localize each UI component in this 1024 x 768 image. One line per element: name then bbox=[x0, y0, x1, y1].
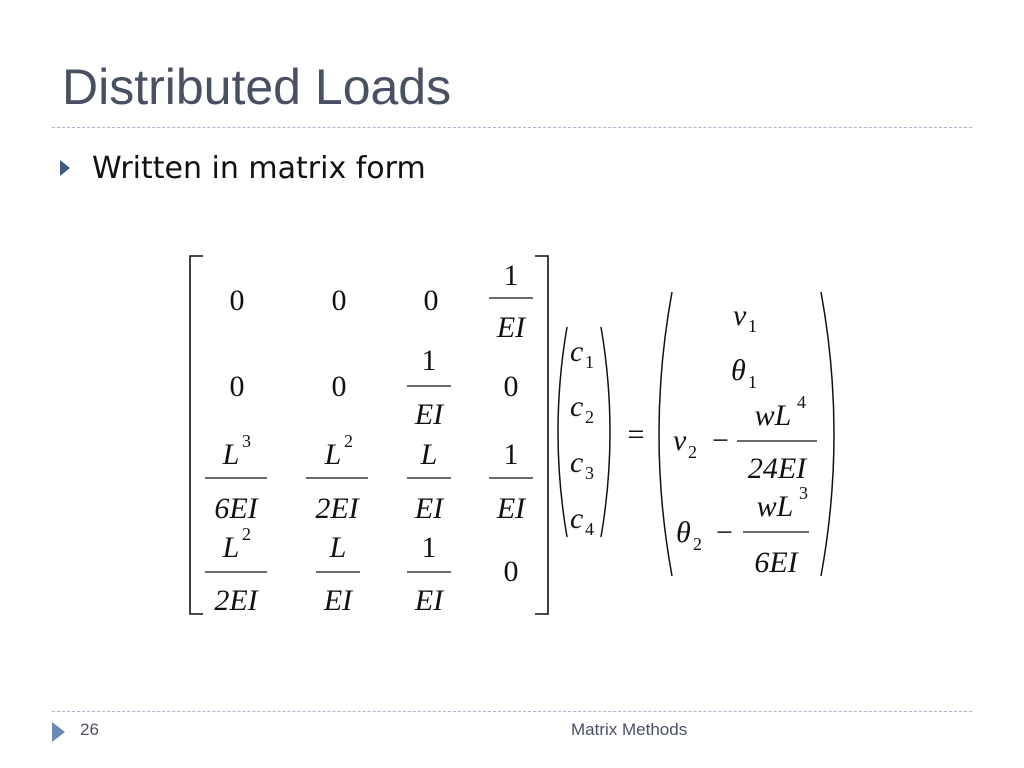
matrix-right-bracket bbox=[535, 255, 549, 615]
page-number: 26 bbox=[80, 720, 99, 739]
m41-num: L bbox=[222, 531, 240, 564]
equals-sign: = bbox=[628, 418, 645, 451]
slide-title: Distributed Loads bbox=[62, 59, 452, 115]
bullet-text: Written in matrix form bbox=[92, 150, 426, 186]
m13: 0 bbox=[424, 284, 439, 317]
rhs-right-paren bbox=[820, 291, 835, 577]
m31-num-sup: 3 bbox=[242, 431, 251, 451]
rhs1-sub: 1 bbox=[748, 316, 757, 336]
c3-sub: 3 bbox=[585, 463, 594, 483]
rhs4-sub: 2 bbox=[693, 534, 702, 554]
m23-num: 1 bbox=[422, 344, 437, 377]
m44: 0 bbox=[504, 555, 519, 588]
rhs3-den: 24EI bbox=[748, 452, 808, 485]
c2-sub: 2 bbox=[585, 407, 594, 427]
rhs4-base: θ bbox=[676, 516, 691, 549]
rhs3-minus: − bbox=[712, 424, 729, 457]
m32-num-sup: 2 bbox=[344, 431, 353, 451]
triangle-bullet-icon bbox=[60, 160, 70, 176]
m42-den: EI bbox=[323, 584, 354, 617]
m33-den: EI bbox=[414, 492, 445, 525]
m43-num: 1 bbox=[422, 531, 437, 564]
c4-sub: 4 bbox=[585, 519, 594, 539]
m31-num: L bbox=[222, 438, 240, 471]
rhs3-num-sup: 4 bbox=[797, 392, 806, 412]
m14-num: 1 bbox=[504, 259, 519, 292]
c-vector-left-paren bbox=[557, 326, 568, 538]
m42-num: L bbox=[329, 531, 347, 564]
c3-base: c bbox=[570, 446, 583, 479]
c2-base: c bbox=[570, 390, 583, 423]
footer-text: Matrix Methods bbox=[571, 720, 688, 739]
m11: 0 bbox=[230, 284, 245, 317]
m32-num: L bbox=[324, 438, 342, 471]
footer-divider bbox=[52, 711, 972, 712]
rhs4-num: wL bbox=[757, 490, 794, 523]
footer-arrow-icon bbox=[52, 722, 65, 742]
rhs3-base: v bbox=[673, 424, 687, 457]
rhs-left-paren bbox=[658, 291, 673, 577]
matrix-left-bracket bbox=[189, 255, 203, 615]
bullet-item: Written in matrix form bbox=[60, 146, 426, 190]
m43-den: EI bbox=[414, 584, 445, 617]
c1-sub: 1 bbox=[585, 352, 594, 372]
m34-num: 1 bbox=[504, 438, 519, 471]
m32-den: 2EI bbox=[315, 492, 360, 525]
m41-num-sup: 2 bbox=[242, 524, 251, 544]
m23-den: EI bbox=[414, 398, 445, 431]
m12: 0 bbox=[332, 284, 347, 317]
rhs4-num-sup: 3 bbox=[799, 483, 808, 503]
c4-base: c bbox=[570, 502, 583, 535]
rhs3-sub: 2 bbox=[688, 442, 697, 462]
m31-den: 6EI bbox=[214, 492, 259, 525]
rhs2-base: θ bbox=[731, 354, 746, 387]
m22: 0 bbox=[332, 370, 347, 403]
rhs4-minus: − bbox=[716, 516, 733, 549]
rhs2-sub: 1 bbox=[748, 372, 757, 392]
rhs4-den: 6EI bbox=[754, 546, 799, 579]
rhs3-num: wL bbox=[755, 399, 792, 432]
m41-den: 2EI bbox=[214, 584, 259, 617]
rhs1-base: v bbox=[733, 299, 747, 332]
m14-den: EI bbox=[496, 311, 527, 344]
m34-den: EI bbox=[496, 492, 527, 525]
m33-num: L bbox=[420, 438, 438, 471]
m21: 0 bbox=[230, 370, 245, 403]
title-divider bbox=[52, 127, 972, 128]
c-vector-right-paren bbox=[600, 326, 611, 538]
c1-base: c bbox=[570, 335, 583, 368]
m24: 0 bbox=[504, 370, 519, 403]
